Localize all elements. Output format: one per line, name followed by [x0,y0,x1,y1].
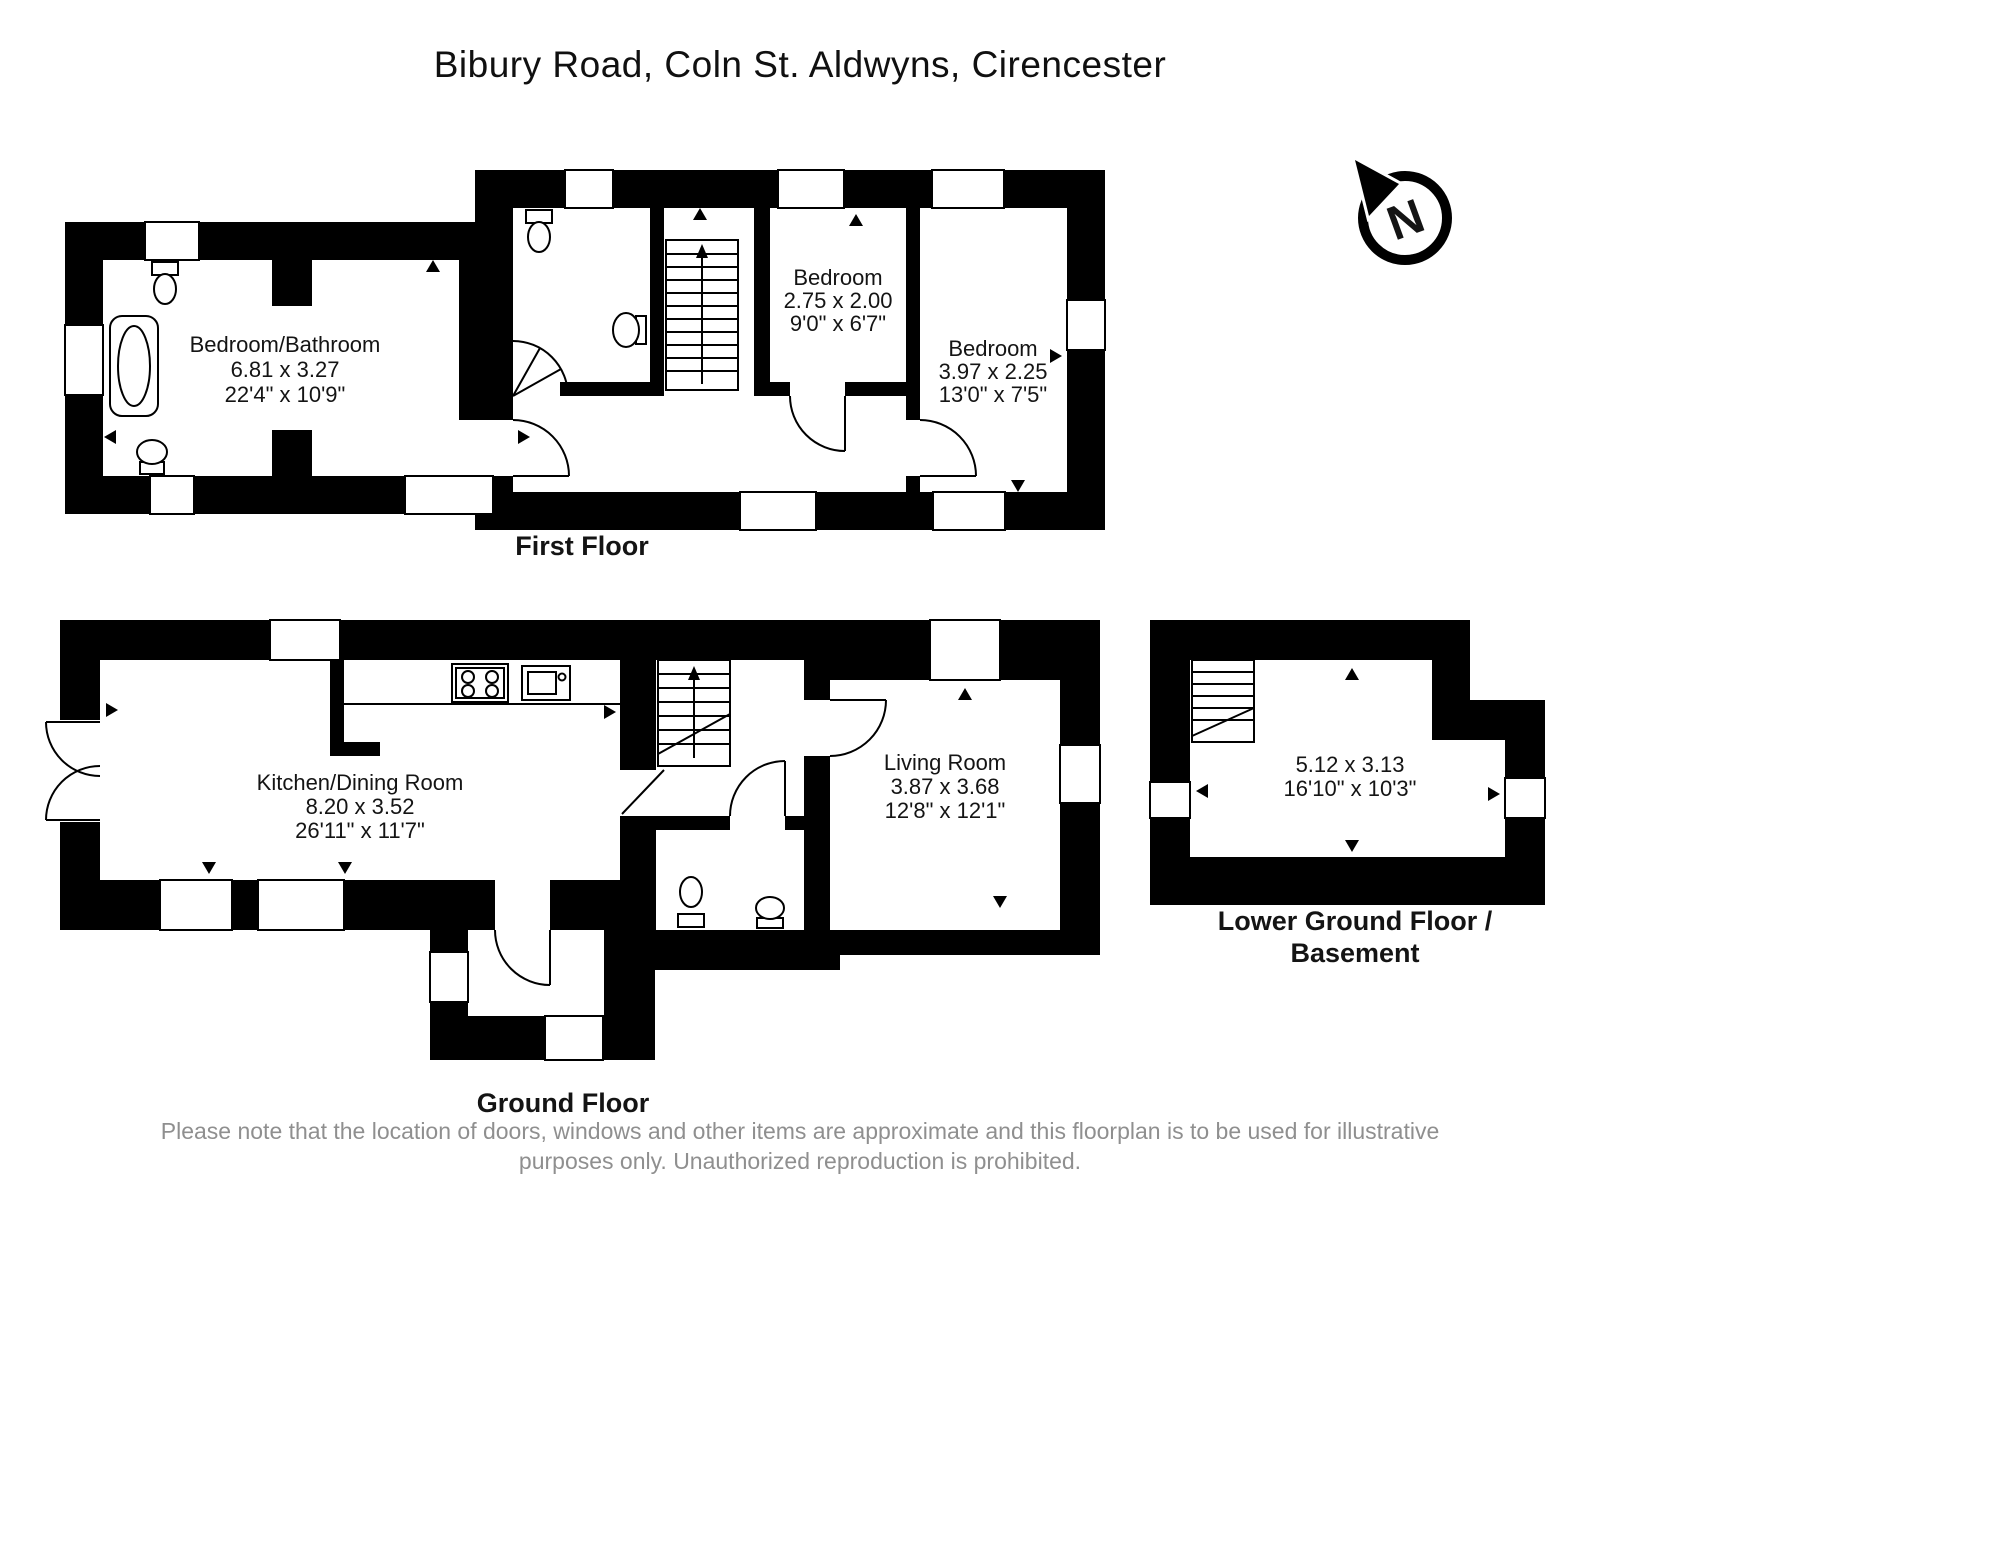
direction-markers [1196,668,1500,852]
window [159,879,233,931]
window [777,169,845,209]
compass: N [1350,154,1452,265]
first-floor-door-gaps [459,420,920,476]
french-doors [45,721,101,821]
winder-stair-icon [512,340,569,397]
svg-text:16'10" x 10'3": 16'10" x 10'3" [1284,776,1417,801]
window [1066,299,1106,351]
disclaimer-line1: Please note that the location of doors, … [160,1118,1440,1144]
window [269,619,341,661]
page-title: Bibury Road, Coln St. Aldwyns, Cirencest… [433,44,1167,85]
svg-text:2.75 x 2.00: 2.75 x 2.00 [784,288,893,313]
svg-text:Bedroom: Bedroom [948,336,1037,361]
toilet-icon [677,876,705,928]
door-arc [919,419,977,477]
kitchen-sink-icon [521,665,571,701]
first-floor-label: First Floor [515,531,649,561]
window [931,169,1005,209]
room-label-living-room: Living Room 3.87 x 3.68 12'8" x 12'1" [884,750,1006,823]
door-arc [729,760,786,817]
svg-text:13'0" x 7'5": 13'0" x 7'5" [939,382,1047,407]
svg-text:3.97 x 2.25: 3.97 x 2.25 [939,359,1048,384]
sink-icon [612,312,647,348]
room-label-bedroom-bathroom: Bedroom/Bathroom 6.81 x 3.27 22'4" x 10'… [190,332,381,407]
staircase-icon [665,239,739,391]
door-arc [789,395,846,452]
first-floor-plan: Bedroom/Bathroom 6.81 x 3.27 22'4" x 10'… [64,169,1106,561]
window [1504,777,1546,819]
window [564,169,614,209]
room-label-kitchen-dining: Kitchen/Dining Room 8.20 x 3.52 26'11" x… [257,770,464,843]
svg-text:3.87 x 3.68: 3.87 x 3.68 [891,774,1000,799]
svg-text:8.20 x 3.52: 8.20 x 3.52 [306,794,415,819]
disclaimer-line2: purposes only. Unauthorized reproduction… [518,1148,1082,1174]
ground-floor-plan: Kitchen/Dining Room 8.20 x 3.52 26'11" x… [45,619,1101,1118]
compass-n-label: N [1381,190,1432,252]
basement-floor-label-line2: Basement [1290,938,1419,968]
basement-windows [1149,777,1546,819]
svg-text:5.12 x 3.13: 5.12 x 3.13 [1296,752,1405,777]
basement-floor-label-line1: Lower Ground Floor / [1218,906,1493,936]
ground-floor-windows [159,619,1101,1061]
svg-text:Living Room: Living Room [884,750,1006,775]
window [929,619,1001,681]
basement-plan: 5.12 x 3.13 16'10" x 10'3" Lower Ground … [1149,620,1546,968]
svg-text:22'4" x 10'9": 22'4" x 10'9" [225,382,346,407]
svg-text:12'8" x 12'1": 12'8" x 12'1" [885,798,1006,823]
disclaimer: Please note that the location of doors, … [100,1116,1500,1176]
window [64,324,104,396]
door-arc [829,699,887,757]
ground-floor-rooms [60,660,1060,1016]
room-label-cellar: 5.12 x 3.13 16'10" x 10'3" [1284,752,1417,801]
ground-floor-label: Ground Floor [477,1088,650,1118]
room-label-bedroom-small: Bedroom 2.75 x 2.00 9'0" x 6'7" [784,265,893,336]
svg-text:Bedroom: Bedroom [793,265,882,290]
window [429,951,469,1003]
direction-markers [106,688,1007,908]
door-leaf [621,769,665,815]
window [404,475,494,515]
toilet-icon [525,209,553,253]
ground-floor-partitions [330,660,804,830]
svg-text:Kitchen/Dining Room: Kitchen/Dining Room [257,770,464,795]
sink-icon [755,896,785,929]
staircase-icon [1191,659,1255,743]
stove-icon [451,663,509,703]
window [144,221,200,261]
window [739,491,817,531]
basement-room [1190,660,1505,857]
direction-markers [104,208,1062,492]
room-label-bedroom-right: Bedroom 3.97 x 2.25 13'0" x 7'5" [939,336,1048,407]
first-floor-partitions [272,208,920,492]
sink-icon [136,439,168,475]
staircase-icon [657,659,731,767]
window [544,1015,604,1061]
svg-text:Bedroom/Bathroom: Bedroom/Bathroom [190,332,381,357]
window [1059,744,1101,804]
window [932,491,1006,531]
door-arc [512,419,570,477]
toilet-icon [151,261,179,305]
svg-text:6.81 x 3.27: 6.81 x 3.27 [231,357,340,382]
window [257,879,345,931]
compass-ring [1358,171,1452,265]
door-arc [494,929,551,986]
svg-text:26'11" x 11'7": 26'11" x 11'7" [295,818,425,843]
bathtub-icon [109,315,159,417]
window [1149,781,1191,819]
window [149,475,195,515]
first-floor-windows [64,169,1106,531]
svg-text:9'0" x 6'7": 9'0" x 6'7" [790,311,886,336]
